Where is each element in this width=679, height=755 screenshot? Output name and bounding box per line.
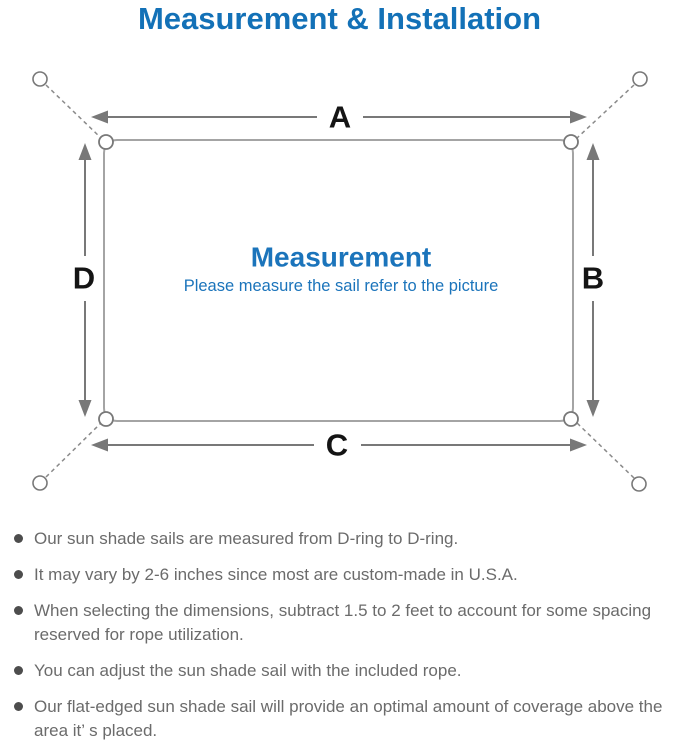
note-text: You can adjust the sun shade sail with t… — [34, 661, 462, 680]
dimension-arrow-b — [586, 143, 600, 417]
anchor-point-top-right — [632, 71, 648, 87]
note-text: Our flat-edged sun shade sail will provi… — [34, 697, 663, 740]
anchor-point-bottom-left — [32, 475, 48, 491]
shade-sail-outline — [103, 139, 574, 422]
note-item: When selecting the dimensions, subtract … — [14, 599, 670, 647]
dimension-label-c: C — [326, 428, 348, 463]
tension-rope-bottom-left — [45, 422, 102, 478]
note-text: It may vary by 2-6 inches since most are… — [34, 565, 518, 584]
measurement-subtitle: Please measure the sail refer to the pic… — [184, 277, 499, 295]
anchor-point-bottom-right — [631, 476, 647, 492]
bullet-icon — [14, 534, 23, 543]
d-ring-top-left — [98, 134, 114, 150]
note-text: Our sun shade sails are measured from D-… — [34, 529, 459, 548]
dimension-arrow-c — [91, 438, 587, 452]
dimension-arrow-d — [78, 143, 92, 417]
note-item: You can adjust the sun shade sail with t… — [14, 659, 670, 683]
note-item: Our flat-edged sun shade sail will provi… — [14, 695, 670, 743]
dimension-label-d: D — [73, 261, 95, 296]
dimension-arrow-a — [91, 110, 587, 124]
tension-rope-top-left — [45, 84, 102, 139]
d-ring-bottom-right — [563, 411, 579, 427]
measurement-diagram: A C D B Measurement Please measure the s… — [32, 71, 648, 492]
note-item: It may vary by 2-6 inches since most are… — [14, 563, 670, 587]
note-item: Our sun shade sails are measured from D-… — [14, 527, 670, 551]
dimension-label-a: A — [329, 100, 351, 135]
d-ring-top-right — [563, 134, 579, 150]
bullet-icon — [14, 702, 23, 711]
anchor-point-top-left — [32, 71, 48, 87]
bullet-icon — [14, 570, 23, 579]
measurement-title: Measurement — [251, 242, 432, 273]
d-ring-bottom-left — [98, 411, 114, 427]
tension-rope-bottom-right — [576, 422, 635, 479]
tension-rope-top-right — [576, 84, 635, 139]
bullet-icon — [14, 666, 23, 675]
note-text: When selecting the dimensions, subtract … — [34, 601, 652, 644]
bullet-icon — [14, 606, 23, 615]
notes-list: Our sun shade sails are measured from D-… — [14, 527, 670, 755]
dimension-label-b: B — [582, 261, 604, 296]
page-title: Measurement & Installation — [137, 1, 542, 36]
